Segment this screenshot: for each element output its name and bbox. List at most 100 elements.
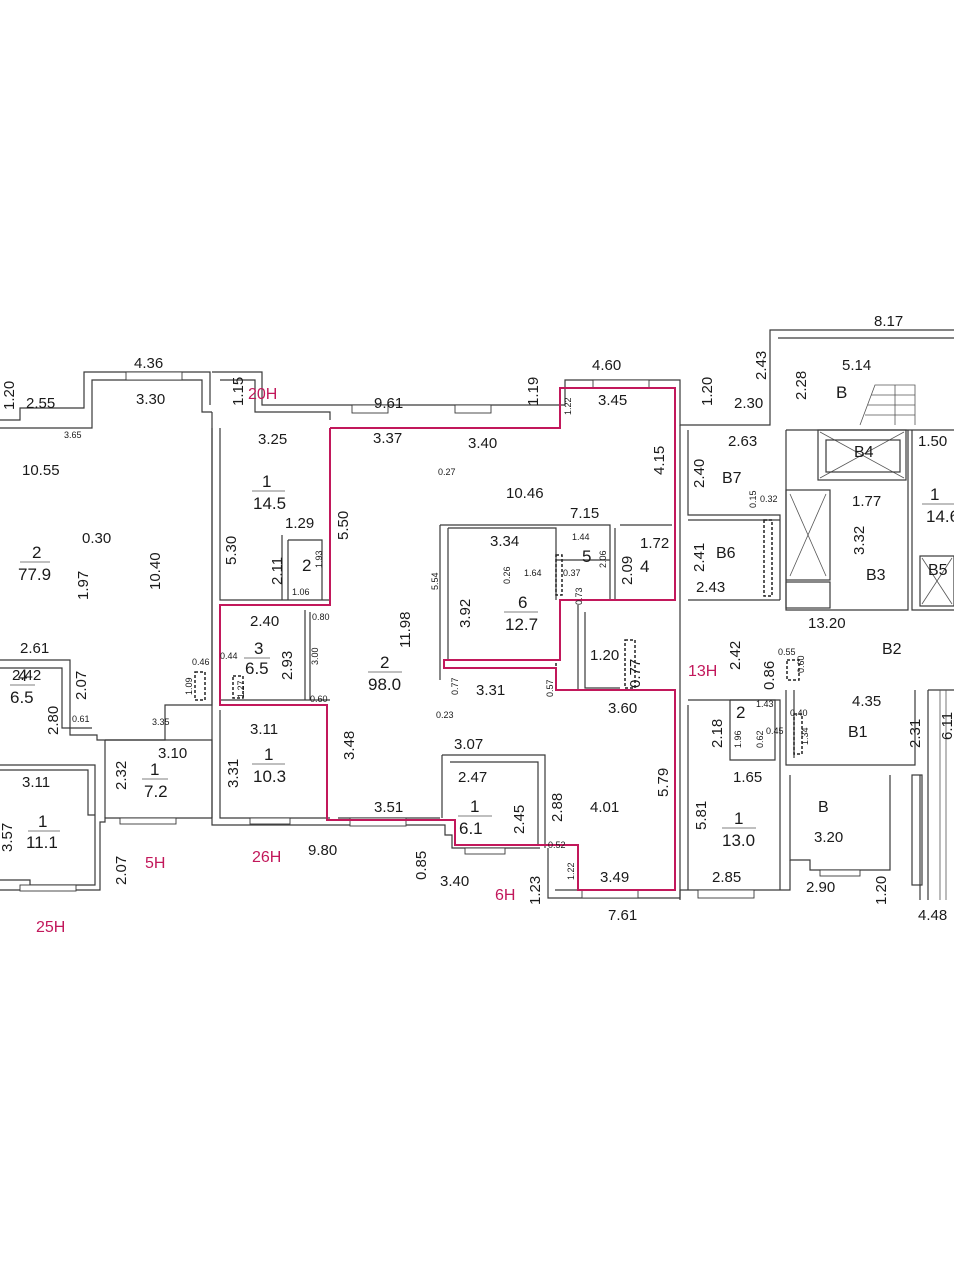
svg-text:7.2: 7.2 [144, 782, 168, 801]
dim-label: 3.07 [454, 736, 483, 753]
dim-label: 2.42 [727, 641, 744, 670]
dim-label: 2.43 [753, 351, 770, 380]
dim-label: 0.44 [220, 651, 238, 661]
dim-label: 2.61 [20, 640, 49, 657]
unit-label-13h: 13Н [688, 663, 717, 680]
svg-text:1: 1 [264, 745, 273, 764]
dim-label: 3.92 [457, 599, 474, 628]
dim-label: 3.31 [225, 759, 242, 788]
dim-label: 1.23 [527, 876, 544, 905]
room-label: 2 77.9 [18, 543, 51, 584]
room-label: 5 [582, 547, 591, 566]
dim-label: 13.20 [808, 615, 846, 632]
room-label: 2 [302, 556, 311, 575]
dim-label: 9.80 [308, 842, 337, 859]
dim-label: 1.97 [75, 571, 92, 600]
svg-text:77.9: 77.9 [18, 565, 51, 584]
dim-label: 3.11 [250, 721, 278, 738]
dim-label: 1.29 [285, 515, 314, 532]
svg-text:14.6: 14.6 [926, 507, 954, 526]
dim-label: 1.77 [852, 493, 881, 510]
dim-label: 3.34 [490, 533, 519, 550]
room-label: 1 13.0 [722, 809, 756, 850]
svg-text:2: 2 [736, 703, 745, 722]
dim-label: 0.61 [72, 714, 90, 724]
dim-label: 3.40 [440, 873, 469, 890]
dim-label: 0.86 [761, 661, 778, 690]
unit-label-6h: 6Н [495, 887, 515, 904]
dim-label: 3.20 [814, 829, 843, 846]
dim-label: 1.20 [873, 876, 890, 905]
svg-text:1: 1 [262, 472, 271, 491]
stair-label: В5 [928, 562, 948, 579]
dim-label: 2.63 [728, 433, 757, 450]
dim-label: 0.40 [790, 708, 808, 718]
dim-label: 0.30 [82, 530, 111, 547]
room-label: 3 6.5 [244, 639, 270, 678]
dim-label: 0.73 [574, 587, 584, 605]
dim-label: 1.20 [699, 377, 716, 406]
dim-label: 1.34 [800, 727, 810, 745]
room-label: 1 14.5 [252, 472, 286, 513]
dim-label: 2.85 [712, 869, 741, 886]
dim-label: 2.31 [907, 719, 924, 748]
dim-label: 5.79 [655, 768, 672, 797]
dim-label: 5.30 [223, 536, 240, 565]
svg-text:13.0: 13.0 [722, 831, 755, 850]
hatched-walls [194, 519, 803, 755]
dim-label: 3.10 [158, 745, 187, 762]
room-label: 1 10.3 [252, 745, 286, 786]
dim-label: 2.88 [549, 793, 566, 822]
dim-label: 2.07 [73, 671, 90, 700]
dim-label: 2.93 [279, 651, 296, 680]
dim-label: 1.93 [314, 550, 324, 568]
dim-label: 1.22 [566, 862, 576, 880]
room-label: 1 14.6 [922, 485, 954, 526]
unit-label-26h: 26Н [252, 849, 281, 866]
dim-label: 0.77 [627, 659, 644, 688]
dim-label: 4.48 [918, 907, 947, 924]
dim-label: 0.27 [438, 467, 456, 477]
dim-label: 1.20 [590, 647, 619, 664]
room-label: 1 6.1 [458, 797, 492, 838]
dim-label: 2.30 [734, 395, 763, 412]
room-label: 1 7.2 [142, 760, 168, 801]
dim-label: 3.35 [152, 717, 170, 727]
dim-label: 2.90 [806, 879, 835, 896]
svg-text:1: 1 [150, 760, 159, 779]
dim-label: 2.28 [793, 371, 810, 400]
dim-label: 7.15 [570, 505, 599, 522]
dimensions: 1.20 2.55 3.65 4.36 3.30 1.15 9.61 1.19 … [0, 313, 954, 924]
stair-label: В [836, 383, 847, 402]
dim-label: 1.06 [292, 587, 310, 597]
svg-text:2: 2 [32, 543, 41, 562]
room-label: 6 12.7 [504, 593, 538, 634]
stair-label: В6 [716, 545, 736, 562]
dim-label: 0.77 [450, 677, 460, 695]
dim-label: 2.18 [709, 719, 726, 748]
svg-text:11.1: 11.1 [26, 833, 58, 852]
dim-label: 0.60 [796, 655, 806, 673]
svg-text:3: 3 [254, 639, 263, 658]
dim-label: 3.60 [608, 700, 637, 717]
room-label: 4 6.5 [10, 666, 35, 707]
dim-label: 1.72 [640, 535, 669, 552]
dim-label: 3.48 [341, 731, 358, 760]
dim-label: 0.45 [766, 726, 784, 736]
dim-label: 1.64 [524, 568, 542, 578]
dim-label: 5.81 [693, 801, 710, 830]
dim-label: 9.61 [374, 395, 403, 412]
unit-20h-outline [219, 387, 676, 891]
svg-text:1: 1 [734, 809, 743, 828]
dim-label: 2.47 [458, 769, 487, 786]
dim-label: 4.35 [852, 693, 881, 710]
svg-text:6.5: 6.5 [245, 659, 269, 678]
svg-text:2: 2 [302, 556, 311, 575]
dim-label: 4.01 [590, 799, 619, 816]
dim-label: 3.51 [374, 799, 403, 816]
svg-text:14.5: 14.5 [253, 494, 286, 513]
dim-label: 1.27 [236, 680, 246, 698]
room-label: 4 [640, 557, 649, 576]
svg-text:1: 1 [470, 797, 479, 816]
